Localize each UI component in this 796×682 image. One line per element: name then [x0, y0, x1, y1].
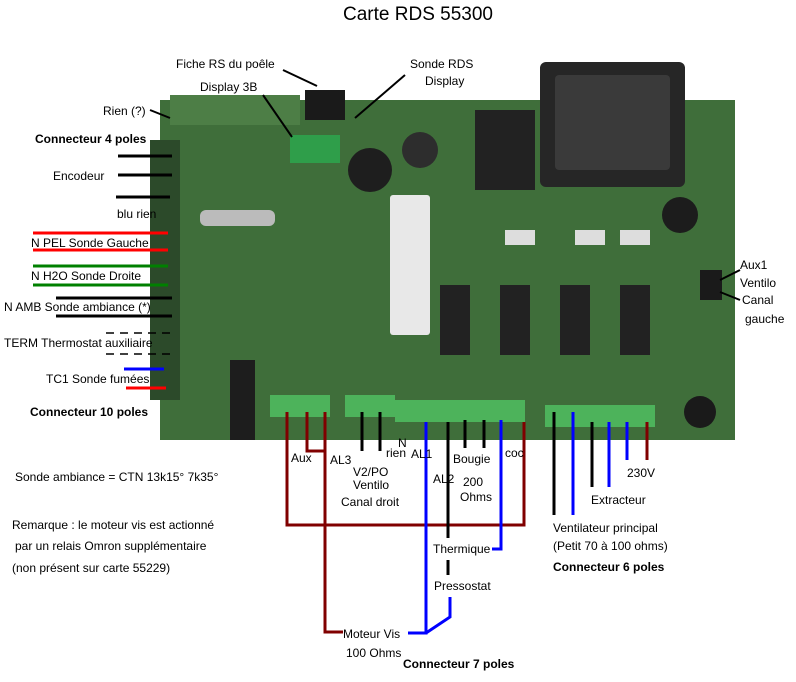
- label-ventilateur: Ventilateur principal: [553, 521, 658, 535]
- label-n: N: [398, 436, 407, 450]
- label-term: TERM Thermostat auxiliaire: [4, 336, 153, 350]
- label-aux: Aux: [291, 451, 312, 465]
- label-al1: AL1: [411, 447, 433, 461]
- label-n-pel: N PEL Sonde Gauche: [31, 236, 149, 250]
- label-v2po: V2/PO: [353, 465, 389, 479]
- label-ventilo-right: Ventilo: [740, 276, 777, 290]
- label-thermique: Thermique: [433, 542, 491, 556]
- label-rien-bottom: rien: [386, 446, 407, 460]
- label-n-h2o: N H2O Sonde Droite: [31, 269, 142, 283]
- label-100-ohms: 100 Ohms: [346, 646, 402, 660]
- label-display-3b: Display 3B: [200, 80, 258, 94]
- label-connecteur-6: Connecteur 6 poles: [553, 560, 665, 574]
- note-sonde-ambiance: Sonde ambiance = CTN 13k15° 7k35°: [15, 470, 219, 484]
- pointer-lines: [149, 69, 741, 301]
- note-remarque-2: par un relais Omron supplémentaire: [15, 539, 207, 553]
- label-n-amb: N AMB Sonde ambiance (*): [4, 300, 151, 314]
- label-moteur-vis: Moteur Vis: [343, 627, 401, 641]
- label-canal-droit: Canal droit: [341, 495, 400, 509]
- note-remarque-1: Remarque : le moteur vis est actionné: [12, 518, 215, 532]
- label-pressostat: Pressostat: [434, 579, 491, 593]
- label-sonde-rds: Sonde RDS: [410, 57, 474, 71]
- bottom-wires: [285, 412, 649, 635]
- note-remarque-3: (non présent sur carte 55229): [12, 561, 171, 575]
- label-canal: Canal: [742, 293, 774, 307]
- pcb-photo: [150, 62, 735, 440]
- label-200: 200: [463, 475, 484, 489]
- label-connecteur-10: Connecteur 10 poles: [30, 405, 149, 419]
- label-fiche-rs: Fiche RS du poêle: [176, 57, 275, 71]
- label-extracteur: Extracteur: [591, 493, 646, 507]
- label-blu-rien: blu rien: [117, 207, 157, 221]
- label-tc1: TC1 Sonde fumées: [46, 372, 150, 386]
- label-ventilo-bottom: Ventilo: [353, 478, 390, 492]
- label-al3: AL3: [330, 453, 352, 467]
- diagram-title: Carte RDS 55300: [343, 4, 493, 25]
- label-display: Display: [425, 74, 465, 88]
- label-connecteur-4: Connecteur 4 poles: [35, 132, 147, 146]
- label-encodeur: Encodeur: [53, 169, 105, 183]
- label-230v: 230V: [627, 466, 656, 480]
- label-petit: (Petit 70 à 100 ohms): [553, 539, 668, 553]
- label-coc: coc: [505, 446, 524, 460]
- label-gauche: gauche: [745, 312, 785, 326]
- label-rien: Rien (?): [103, 104, 146, 118]
- label-200-ohms: Ohms: [460, 490, 493, 504]
- label-al2: AL2: [433, 472, 455, 486]
- label-connecteur-7: Connecteur 7 poles: [403, 657, 515, 671]
- label-bougie: Bougie: [453, 452, 491, 466]
- label-aux1: Aux1: [740, 258, 768, 272]
- left-wires: [33, 154, 172, 390]
